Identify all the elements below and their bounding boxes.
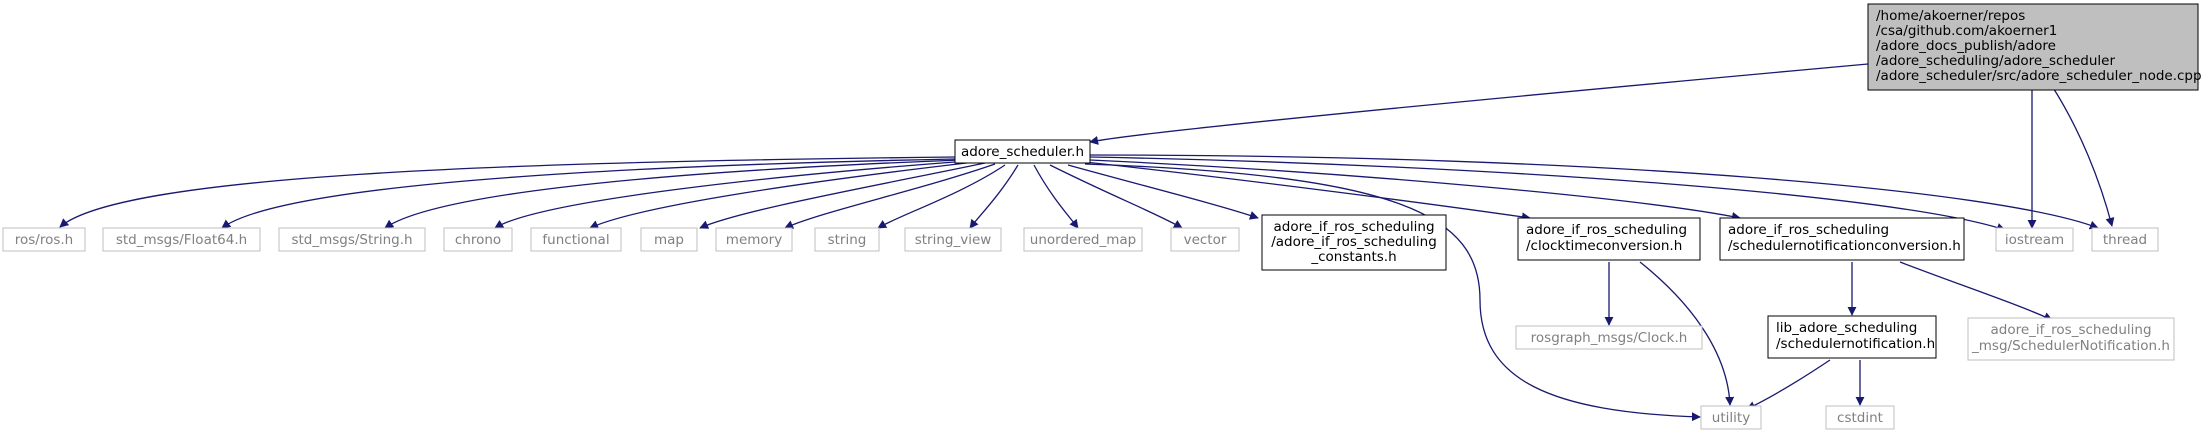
node-unordered-map[interactable]: unordered_map <box>1023 227 1143 252</box>
edge-header-to-map <box>699 162 986 229</box>
node-schedmsg-line-1: adore_if_ros_scheduling <box>1990 322 2151 338</box>
node-schedconv-line-1: adore_if_ros_scheduling <box>1728 222 1889 238</box>
edge-header-to-iostream <box>1089 156 2006 232</box>
node-iostream[interactable]: iostream <box>1995 227 2074 252</box>
node-libsched-line-2: /schedulernotification.h <box>1776 336 1935 352</box>
node-schedmsg[interactable]: adore_if_ros_scheduling _msg/SchedulerNo… <box>1967 317 2175 361</box>
node-ros-ros[interactable]: ros/ros.h <box>2 227 86 252</box>
edge-header-to-unordered-map <box>1033 164 1079 229</box>
edge-header-to-float64 <box>221 158 956 229</box>
node-map-label: map <box>654 232 684 248</box>
node-memory-label: memory <box>726 232 782 248</box>
node-string-label: string <box>828 232 867 248</box>
node-string-view[interactable]: string_view <box>904 227 1002 252</box>
root-file-line-3: /adore_docs_publish/adore <box>1876 38 2056 54</box>
node-cstdint-label: cstdint <box>1837 410 1883 426</box>
node-ros-ros-label: ros/ros.h <box>15 232 74 248</box>
node-iostream-label: iostream <box>2005 232 2064 248</box>
edge-header-to-string <box>877 164 1006 229</box>
edge-header-to-string-view <box>969 164 1019 229</box>
node-vector-label: vector <box>1184 232 1227 248</box>
node-map[interactable]: map <box>640 227 698 252</box>
node-clocktime-line-1: adore_if_ros_scheduling <box>1526 222 1687 238</box>
node-constants-line-3: _constants.h <box>1310 249 1396 265</box>
root-file-node[interactable]: /home/akoerner/repos /csa/github.com/ako… <box>1867 3 2202 91</box>
node-schedconv[interactable]: adore_if_ros_scheduling /schedulernotifi… <box>1719 217 1965 261</box>
header-node[interactable]: adore_scheduler.h <box>954 139 1091 164</box>
edge-header-to-thread <box>1089 154 2099 230</box>
edge-root-to-header <box>1089 63 1869 145</box>
edge-header-to-string-msg <box>384 159 961 229</box>
node-libsched-line-1: lib_adore_scheduling <box>1776 320 1917 336</box>
root-file-line-2: /csa/github.com/akoerner1 <box>1876 23 2057 39</box>
node-schedmsg-line-2: _msg/SchedulerNotification.h <box>1971 338 2170 354</box>
header-label: adore_scheduler.h <box>961 144 1084 160</box>
root-file-line-5: /adore_scheduler/src/adore_scheduler_nod… <box>1876 68 2202 84</box>
node-float64[interactable]: std_msgs/Float64.h <box>102 227 261 252</box>
edge-header-to-constants <box>1067 164 1259 220</box>
node-constants-line-2: /adore_if_ros_scheduling <box>1271 234 1437 250</box>
node-rosgraph-clock[interactable]: rosgraph_msgs/Clock.h <box>1515 325 1703 350</box>
node-thread-label: thread <box>2103 232 2147 248</box>
root-file-line-1: /home/akoerner/repos <box>1876 8 2025 24</box>
node-string[interactable]: string <box>814 227 880 252</box>
root-file-line-4: /adore_scheduling/adore_scheduler <box>1876 53 2115 69</box>
edges <box>59 63 2115 422</box>
node-clocktime-line-2: /clocktimeconversion.h <box>1526 238 1682 254</box>
edge-root-to-thread <box>2051 85 2115 227</box>
node-clocktime[interactable]: adore_if_ros_scheduling /clocktimeconver… <box>1517 217 1701 261</box>
node-thread[interactable]: thread <box>2091 227 2159 252</box>
edge-header-to-ros-ros <box>59 156 956 228</box>
node-cstdint[interactable]: cstdint <box>1825 405 1895 430</box>
node-chrono[interactable]: chrono <box>443 227 513 252</box>
node-constants[interactable]: adore_if_ros_scheduling /adore_if_ros_sc… <box>1261 214 1447 271</box>
node-schedconv-line-2: /schedulernotificationconversion.h <box>1728 238 1961 254</box>
node-string-msg-label: std_msgs/String.h <box>291 232 412 248</box>
node-libsched[interactable]: lib_adore_scheduling /schedulernotificat… <box>1767 315 1937 359</box>
node-string-view-label: string_view <box>915 232 992 248</box>
edge-header-to-clocktime <box>1084 161 1531 222</box>
edge-schedconv-to-schedmsg <box>1899 261 2053 321</box>
edge-header-to-functional <box>589 161 976 229</box>
edge-header-to-vector <box>1049 164 1183 229</box>
node-utility-label: utility <box>1712 410 1750 426</box>
edge-libsched-to-utility <box>1746 359 1831 410</box>
node-string-msg[interactable]: std_msgs/String.h <box>278 227 426 252</box>
node-constants-line-1: adore_if_ros_scheduling <box>1273 219 1434 235</box>
node-functional-label: functional <box>542 232 609 248</box>
node-memory[interactable]: memory <box>715 227 793 252</box>
node-float64-label: std_msgs/Float64.h <box>116 232 247 248</box>
edge-header-to-memory <box>784 163 996 229</box>
edge-header-to-chrono <box>494 160 969 229</box>
edge-header-to-schedconv <box>1089 159 1741 221</box>
edge-clocktime-to-utility <box>1639 261 1735 406</box>
node-utility[interactable]: utility <box>1700 405 1762 430</box>
node-unordered-map-label: unordered_map <box>1030 232 1136 248</box>
node-vector[interactable]: vector <box>1170 227 1240 252</box>
edge-header-to-utility <box>1084 163 1701 422</box>
node-functional[interactable]: functional <box>530 227 622 252</box>
node-rosgraph-clock-label: rosgraph_msgs/Clock.h <box>1531 330 1688 346</box>
node-chrono-label: chrono <box>455 232 501 248</box>
